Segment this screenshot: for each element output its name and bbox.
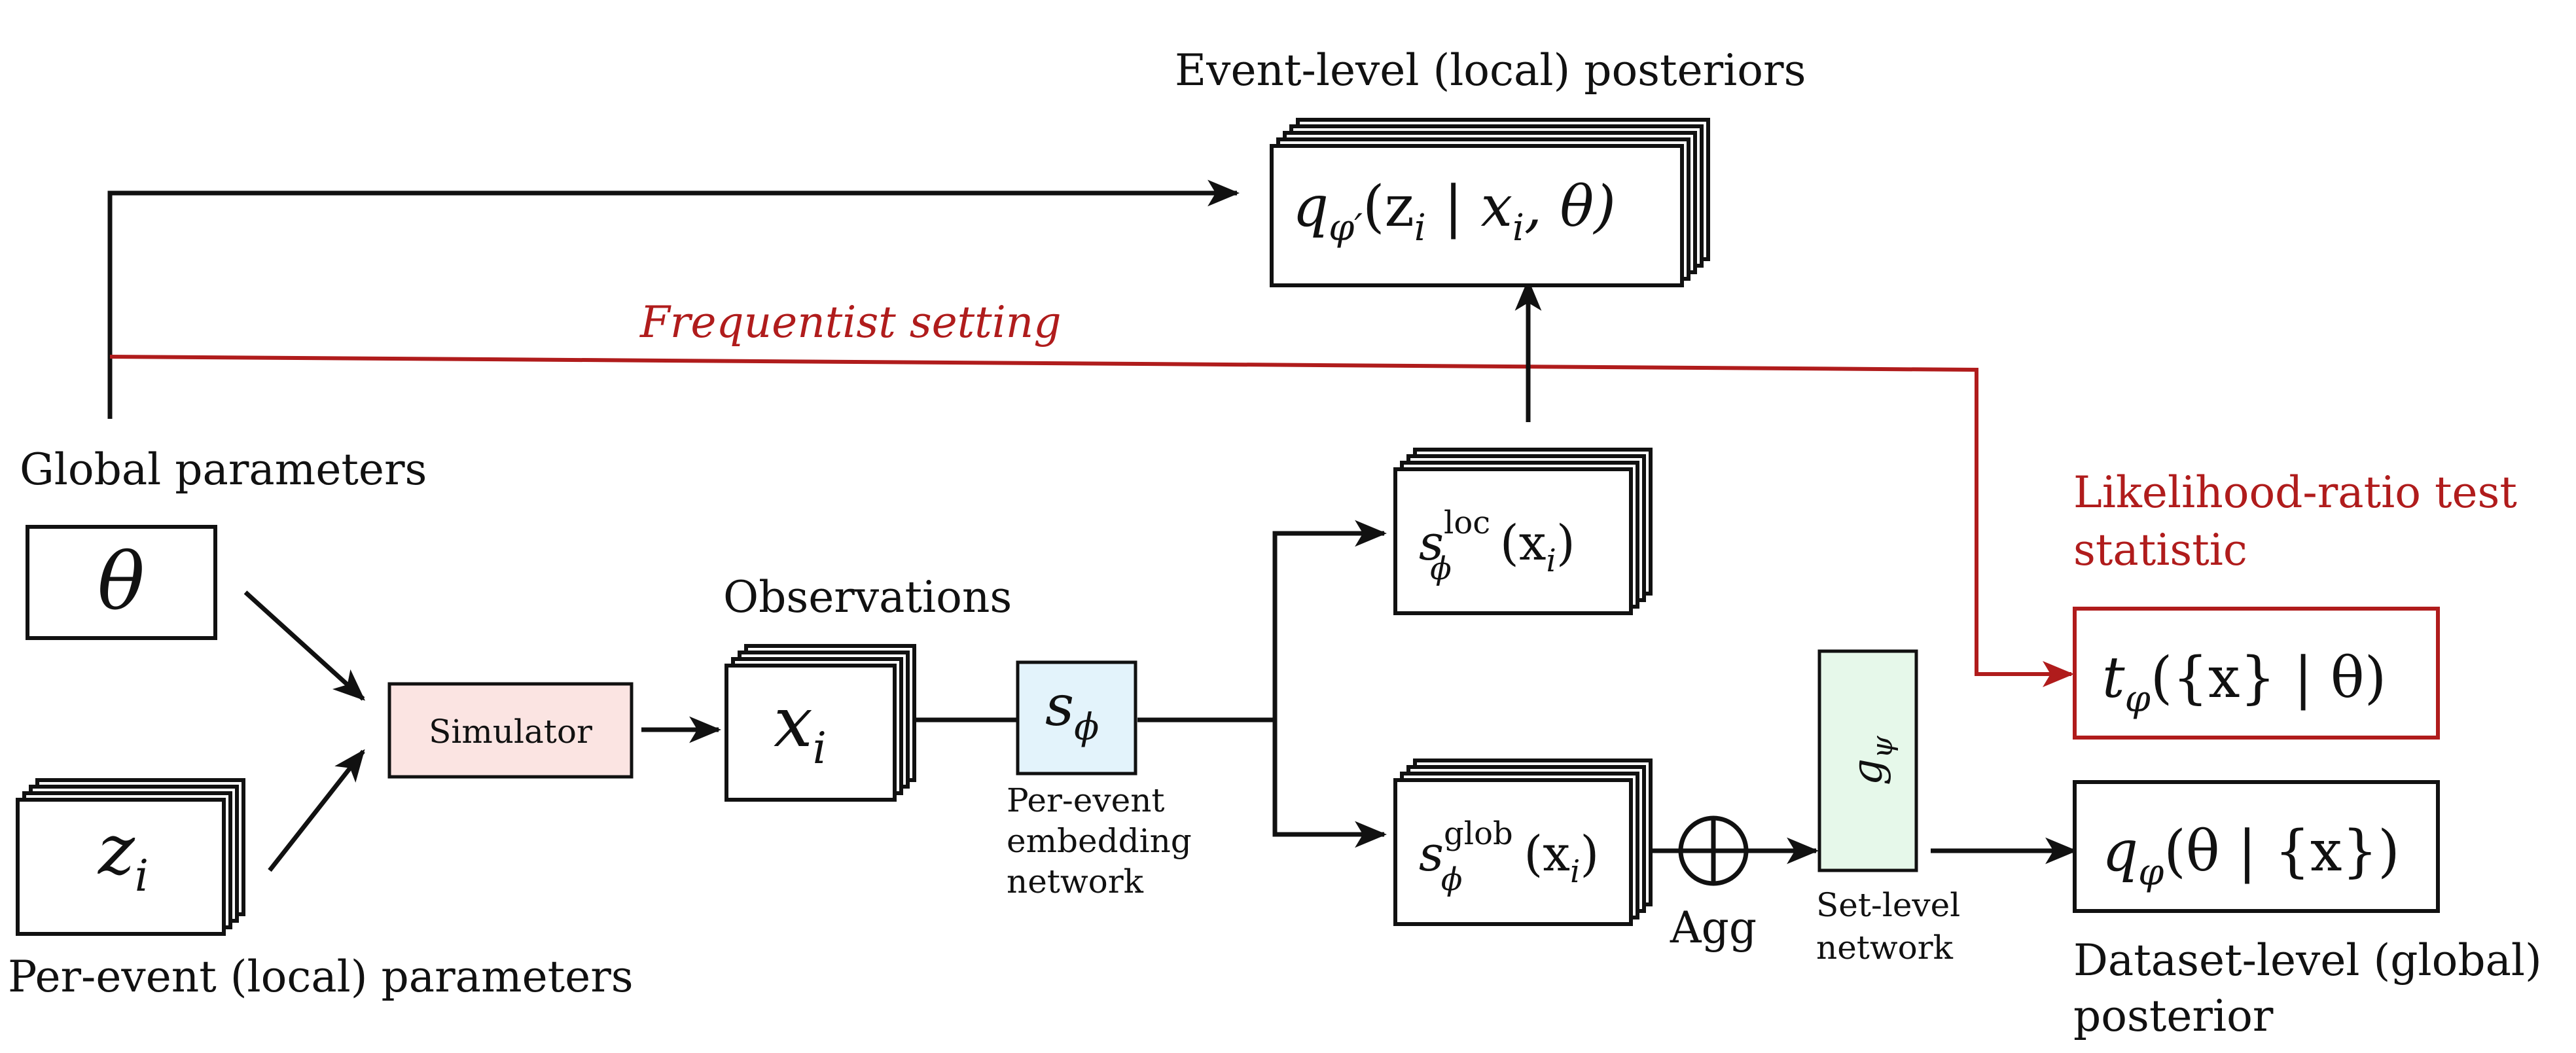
- t-stat-formula: tφ({x} | θ): [2102, 645, 2386, 721]
- theta-to-simulator-arrow: [243, 590, 366, 701]
- sphi-box: [1016, 660, 1137, 776]
- per-event-net-label: Per-event embedding network: [1007, 781, 1202, 901]
- global-posterior-box: [2073, 780, 2440, 913]
- sphi-to-split-line: [1137, 520, 1387, 723]
- zi-to-simulator-arrow: [268, 749, 365, 872]
- theta-box: [26, 525, 217, 640]
- local-posterior-stack: [1270, 118, 1710, 287]
- sphi-symbol: sϕ: [1045, 673, 1099, 749]
- global-to-local-posterior-arrow: [107, 179, 1240, 419]
- zi-stack: [16, 778, 245, 936]
- local-params-label: Per-event (local) parameters: [8, 952, 634, 1002]
- global-params-label: Global parameters: [20, 444, 427, 495]
- xi-stack: [724, 644, 916, 802]
- lr-test-label: Likelihood-ratio test statistic: [2073, 467, 2531, 575]
- dataset-level-label: Dataset-level (global) posterior: [2073, 935, 2556, 1041]
- agg-label: Agg: [1670, 902, 1757, 953]
- t-stat-box: [2073, 607, 2440, 740]
- event-level-label: Event-level (local) posteriors: [1175, 45, 1806, 96]
- gpsi-symbol: gψ: [1844, 736, 1899, 785]
- frequentist-label: Frequentist setting: [639, 297, 1062, 348]
- local-posterior-formula: qφ′(zi | xi, θ): [1293, 174, 1616, 249]
- gpsi-box: [1817, 649, 1918, 872]
- theta-symbol: θ: [98, 537, 145, 628]
- observations-label: Observations: [723, 572, 1012, 622]
- simulator-box: [387, 682, 634, 779]
- simulator-label: Simulator: [429, 713, 592, 751]
- set-level-net-label: Set-level network: [1816, 886, 1971, 967]
- global-posterior-formula: qφ(θ | {x}): [2102, 819, 2400, 894]
- sglob-stack: [1393, 759, 1653, 926]
- zi-symbol: zi: [97, 810, 149, 901]
- frequentist-path: [109, 355, 2074, 687]
- xi-symbol: xi: [774, 682, 827, 774]
- split-to-sglob-arrow: [1272, 720, 1387, 848]
- sloc-stack: [1393, 448, 1653, 615]
